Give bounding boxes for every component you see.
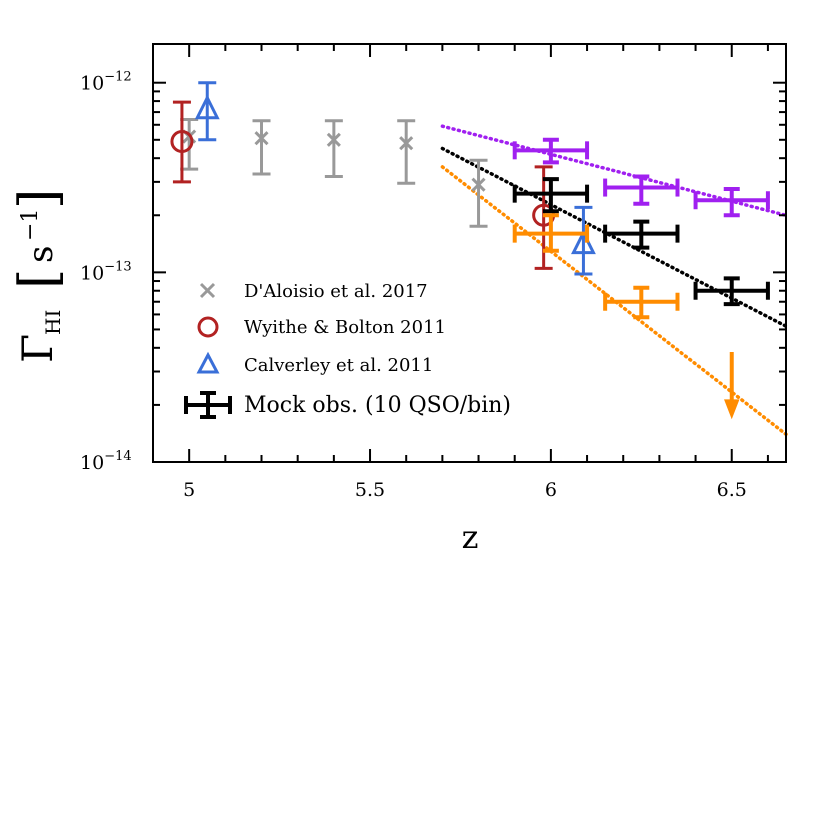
x-tick-label: 6 bbox=[545, 479, 557, 501]
x-tick-label: 5.5 bbox=[355, 479, 385, 501]
legend-label-daloisio: D'Aloisio et al. 2017 bbox=[244, 281, 428, 302]
trend-line-1 bbox=[440, 146, 788, 328]
trend-line-2 bbox=[440, 165, 788, 437]
y-axis-label: Γ HI [ s −1 ] bbox=[9, 189, 69, 363]
x-axis-label: z bbox=[462, 518, 479, 556]
y-axis-label-subscript: HI bbox=[41, 310, 65, 335]
triangle-marker bbox=[194, 94, 220, 120]
series-1 bbox=[170, 100, 556, 270]
legend-marker-daloisio bbox=[199, 282, 216, 299]
data-layer bbox=[170, 81, 788, 437]
circle-marker bbox=[170, 129, 194, 153]
series-4 bbox=[512, 137, 770, 218]
series-0 bbox=[180, 117, 488, 228]
y-tick-label: 10−12 bbox=[80, 70, 132, 95]
y-axis-label-bracket-close: ] bbox=[9, 189, 69, 209]
y-tick-label: 10−14 bbox=[80, 449, 132, 474]
cross-marker bbox=[399, 136, 414, 151]
legend-label-calverley: Calverley et al. 2011 bbox=[244, 355, 433, 376]
cross-marker bbox=[254, 131, 269, 146]
legend: D'Aloisio et al. 2017 Wyithe & Bolton 20… bbox=[184, 281, 511, 419]
y-axis-label-unit: s bbox=[21, 246, 61, 263]
series-3 bbox=[512, 177, 770, 307]
y-axis-label-unit-exponent: −1 bbox=[18, 209, 43, 241]
legend-marker-wyithe bbox=[197, 316, 219, 338]
cross-marker bbox=[471, 177, 486, 192]
x-tick-label: 5 bbox=[183, 479, 195, 501]
y-tick-label: 10−13 bbox=[80, 259, 132, 284]
y-axis-label-bracket-open: [ bbox=[9, 269, 69, 289]
x-tick-label: 6.5 bbox=[717, 479, 747, 501]
cross-marker bbox=[326, 132, 341, 147]
series-2 bbox=[194, 81, 596, 276]
series-5 bbox=[512, 213, 680, 320]
legend-marker-calverley bbox=[196, 351, 220, 374]
legend-marker-mock bbox=[184, 391, 232, 419]
legend-label-mock: Mock obs. (10 QSO/bin) bbox=[244, 393, 511, 418]
y-axis-label-symbol: Γ bbox=[13, 334, 62, 363]
plot-frame bbox=[152, 43, 787, 463]
legend-label-wyithe: Wyithe & Bolton 2011 bbox=[244, 317, 446, 338]
axes-layer: 5 5.5 6 6.5 10−12 10−13 10−14 bbox=[80, 43, 787, 501]
upper-limit-arrow-head bbox=[724, 399, 740, 420]
